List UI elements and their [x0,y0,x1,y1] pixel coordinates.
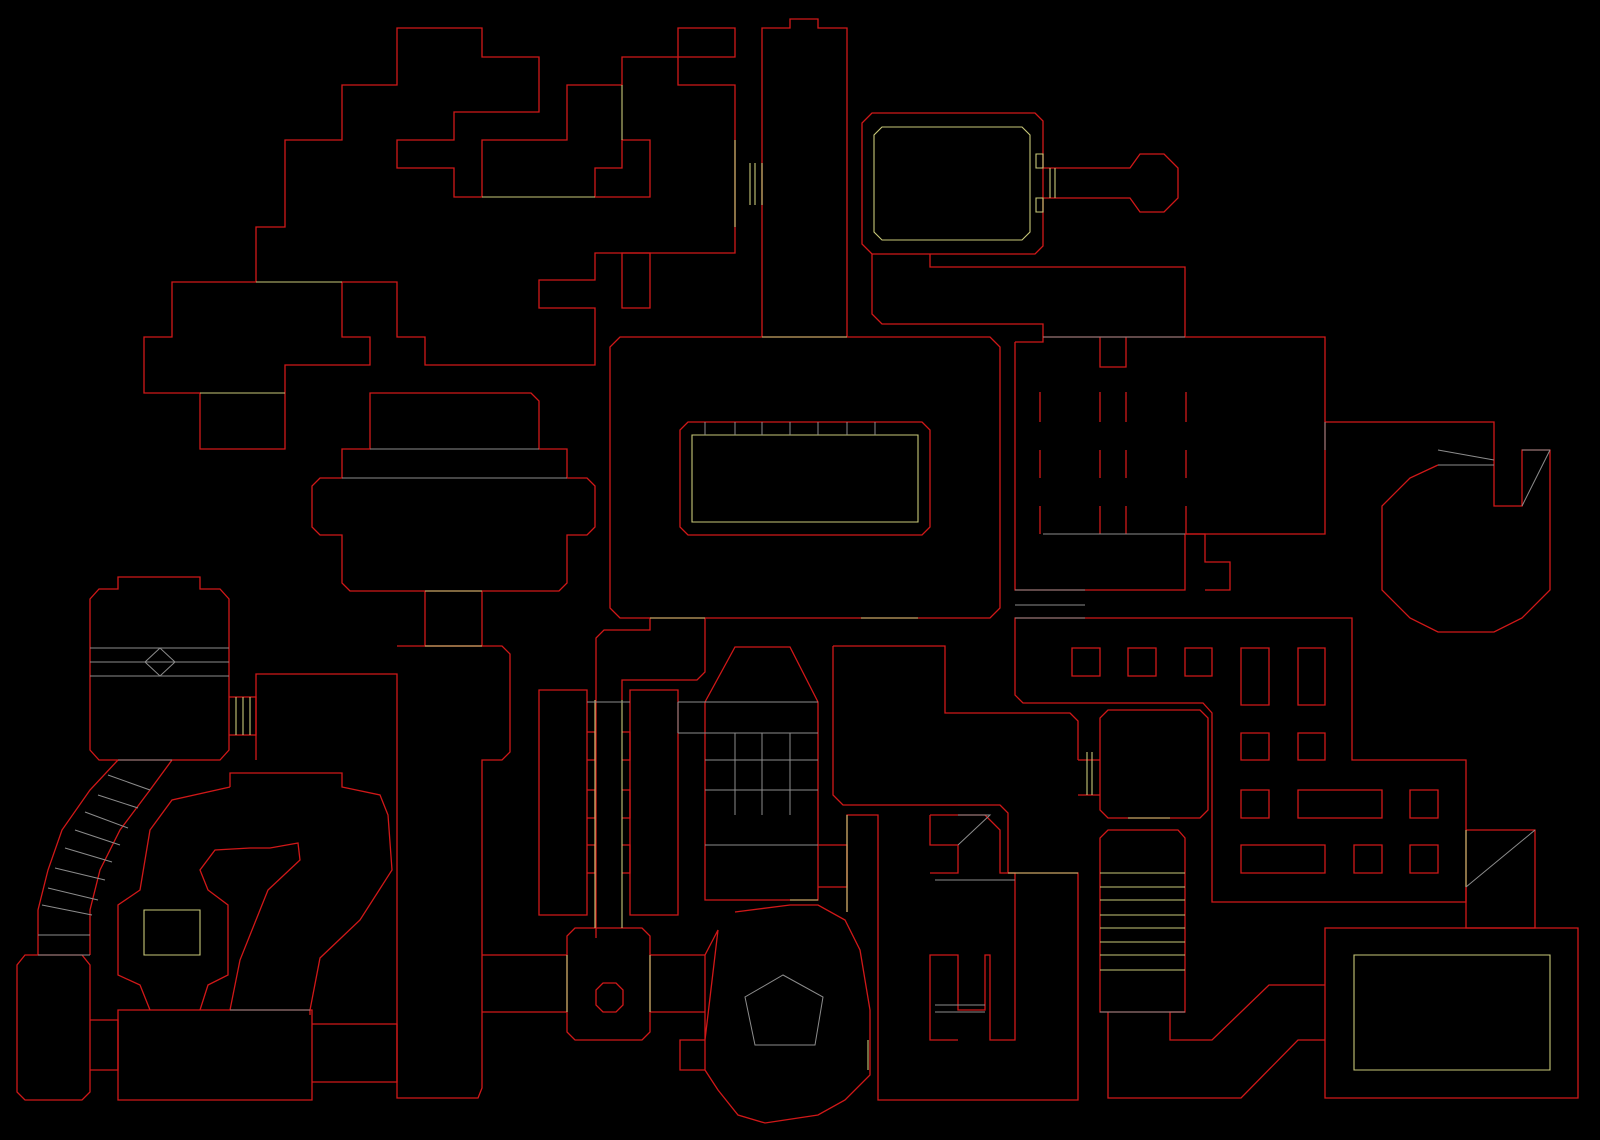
wall-long-bars [538,689,679,916]
wall-key-passage [1043,153,1179,213]
curved-stair-rungs [38,759,172,956]
se-final-inner [1353,954,1551,1071]
se-gray-lines [935,814,1536,1013]
wall-east-block-region [1014,617,1467,903]
wall-se-final-room [1324,927,1579,1099]
gray-lines [38,336,1551,1046]
wall-octagon-hall [679,904,871,1124]
wall-arch-side [818,844,848,888]
left-connector-steps [425,590,482,647]
hall-columns [1039,337,1187,534]
wall-nw-complex [143,27,736,450]
wall-cave-hook [199,842,301,1011]
hall-gray-lines [1015,336,1551,619]
ne-room-inner [873,126,1031,241]
wall-west-tower [89,576,230,761]
wall-north-corridor [761,18,848,337]
wall-ladder-connector [1078,759,1100,796]
west-tower-door [235,697,251,735]
wall-se-inner [929,814,1016,1041]
wall-round-room [482,927,705,1041]
center-inner-rect [691,434,919,523]
wall-nw-inner [594,139,651,198]
wall-se-door [929,815,959,874]
wall-left-mid-room [311,392,596,592]
wall-center-corridor [595,618,706,938]
wall-ne-connector [871,254,1186,337]
wall-round-pillar [595,982,624,1013]
center-inner-tabs [704,422,876,435]
wall-curved-stair [37,759,173,955]
wall-nw-pillar [621,252,651,309]
pentagon [744,974,824,1046]
nw-steps [200,85,847,394]
wall-ladder-room [1099,829,1186,1013]
wall-se-ramp [1107,984,1325,1099]
ladder-rungs [1100,817,1185,971]
wall-center-inner [679,421,931,536]
wall-t-column [255,645,511,1099]
wall-sw-lower [117,1009,398,1101]
wall-se-east-stub [1465,829,1536,929]
se-steps [846,752,1093,1070]
wall-center-room [609,336,1001,619]
west-tower-inner [143,909,201,956]
west-tower-stripes [90,647,229,677]
round-room-doors [566,955,651,1012]
wall-cave-outer [117,772,393,1015]
north-door-bars [734,140,763,227]
wall-ne-room [861,112,1044,255]
wall-column-hall-east [1325,421,1551,633]
long-bar-edges [594,700,623,928]
steps [143,85,1551,1071]
key-markers [1035,153,1056,213]
wall-hall-step [1185,533,1231,591]
wall-east-mid-room [1099,709,1209,819]
wall-block-squares [1071,647,1439,874]
left-mid-steps [342,448,567,479]
wall-top-box [677,27,736,58]
walls [16,18,1579,1124]
wall-column-hall [1014,336,1326,591]
wall-sw-end [16,954,119,1101]
wall-left-connector [424,591,483,647]
arch-building-grid [587,701,818,846]
wall-pillar-notches [587,731,631,874]
